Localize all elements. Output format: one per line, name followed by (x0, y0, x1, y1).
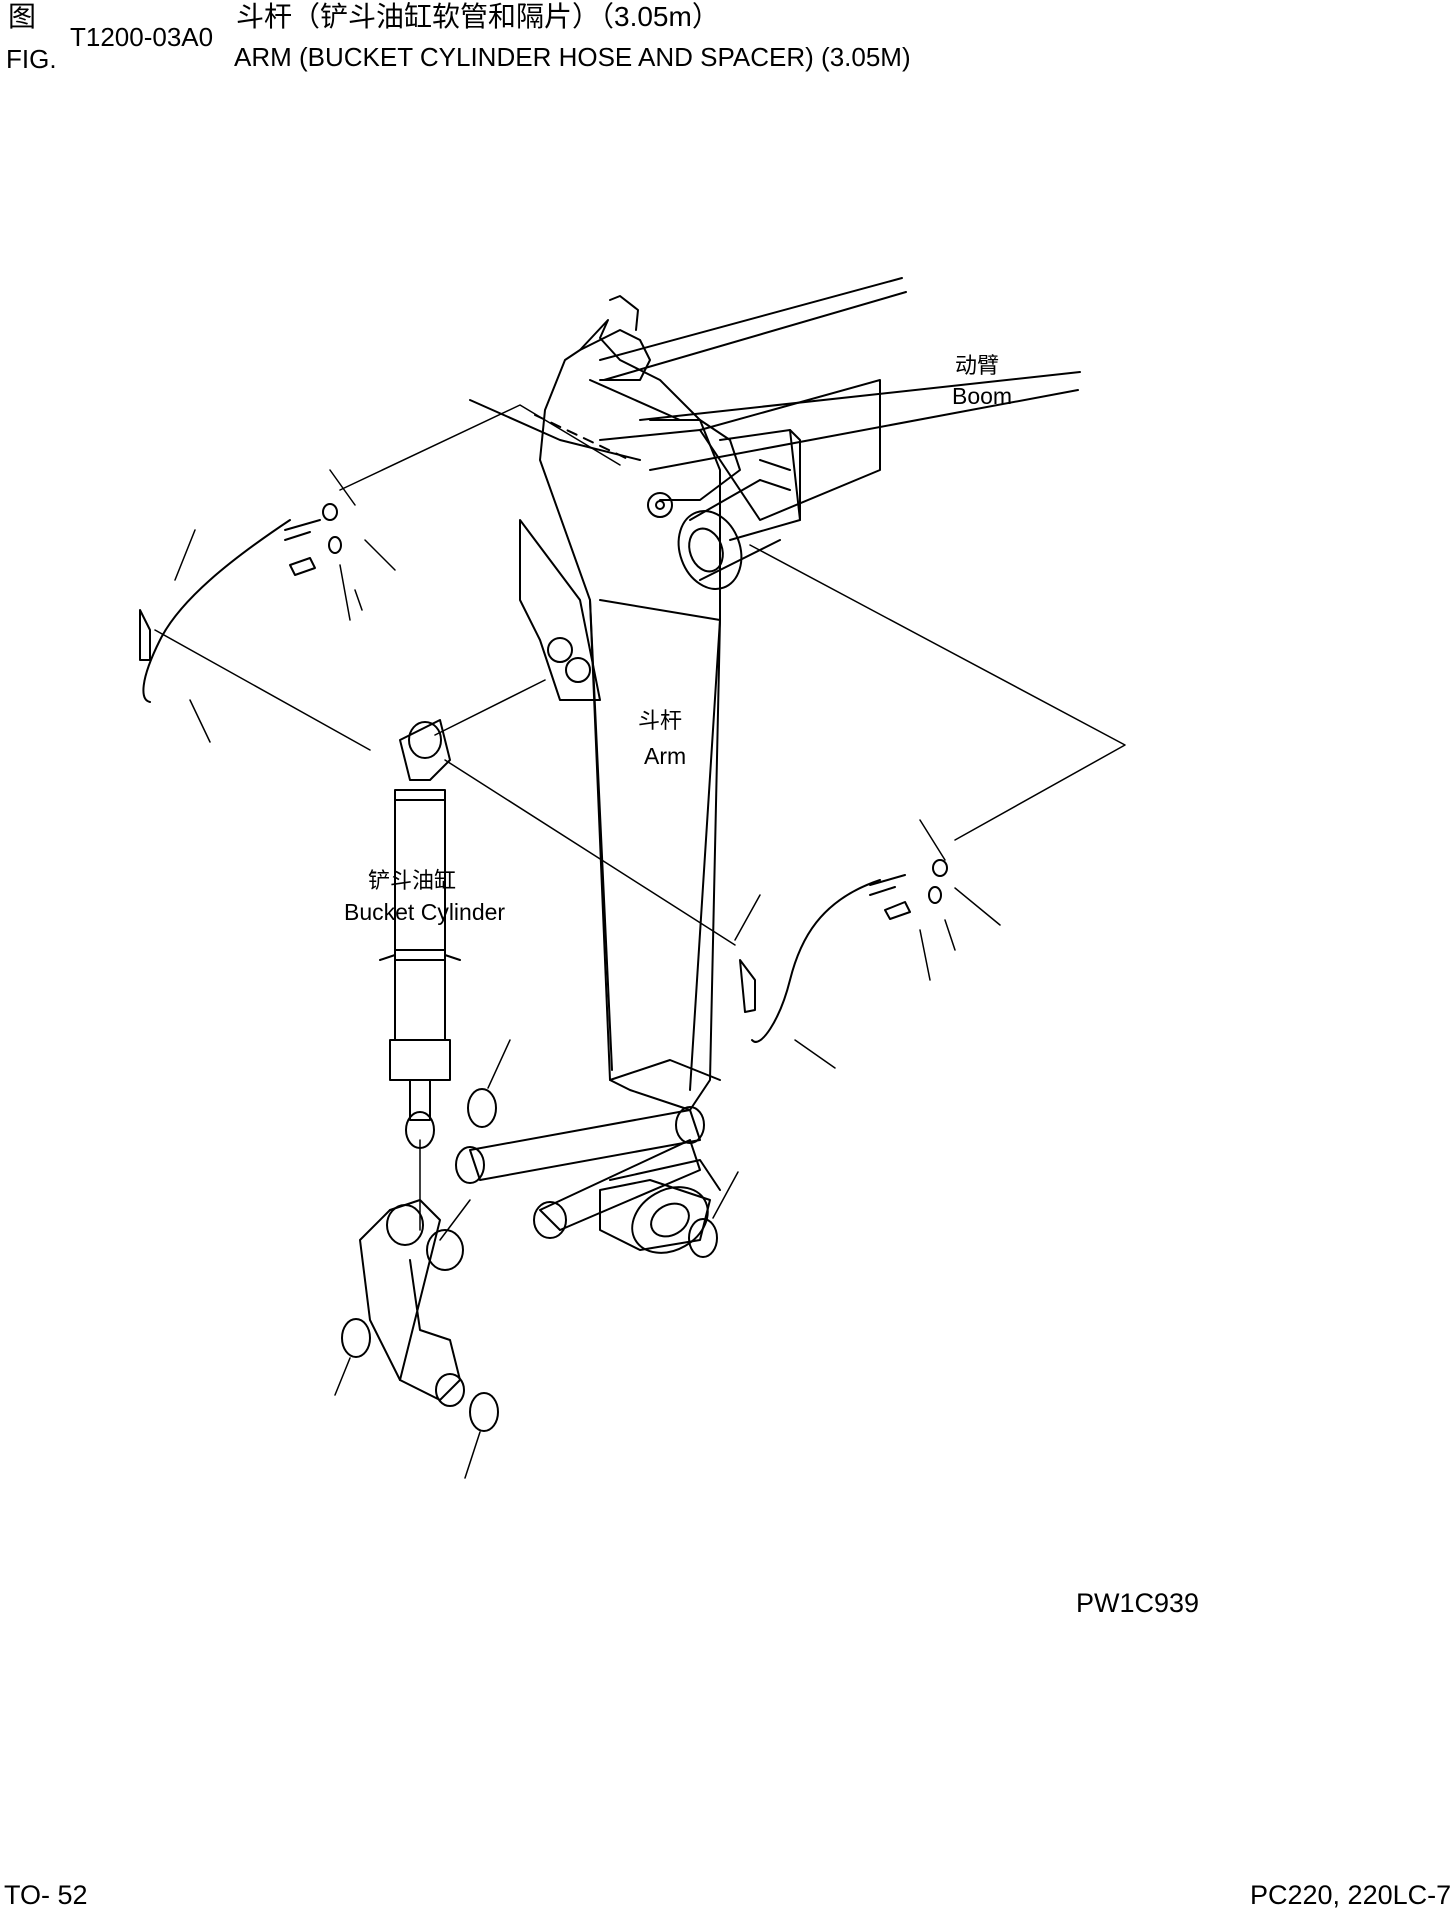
title-en: ARM (BUCKET CYLINDER HOSE AND SPACER) (3… (234, 42, 911, 72)
drawing-code: PW1C939 (1076, 1588, 1200, 1618)
leader-lines (154, 404, 1126, 1479)
boom (599, 277, 1081, 590)
spacer-1 (467, 1088, 497, 1128)
arm-label-cn: 斗杆 (638, 709, 682, 734)
arm (469, 295, 721, 1254)
fig-label-en: FIG. (6, 44, 57, 74)
arm-label-en: Arm (644, 743, 686, 769)
hose-right (739, 859, 948, 1043)
spacer-3 (341, 1318, 371, 1358)
spacers (341, 1088, 718, 1432)
spacer-2 (688, 1218, 718, 1258)
cylinder-label-cn: 铲斗油缸 (368, 869, 456, 894)
bucket-cylinder (379, 719, 461, 1149)
bucket-links (359, 1106, 705, 1407)
page-number: TO- 52 (4, 1880, 88, 1910)
cylinder-label-en: Bucket Cylinder (344, 899, 505, 925)
spacer-4 (469, 1392, 499, 1432)
boom-label-en: Boom (952, 383, 1012, 409)
model-numbers: PC220, 220LC-7 (1250, 1880, 1452, 1910)
boom-label-cn: 动臂 (955, 354, 999, 379)
title-cn: 斗杆（铲斗油缸软管和隔片）（3.05m） (236, 1, 720, 32)
hose-left (139, 503, 342, 703)
fig-label-cn: 图 (8, 1, 37, 32)
fig-number: T1200-03A0 (70, 22, 214, 52)
